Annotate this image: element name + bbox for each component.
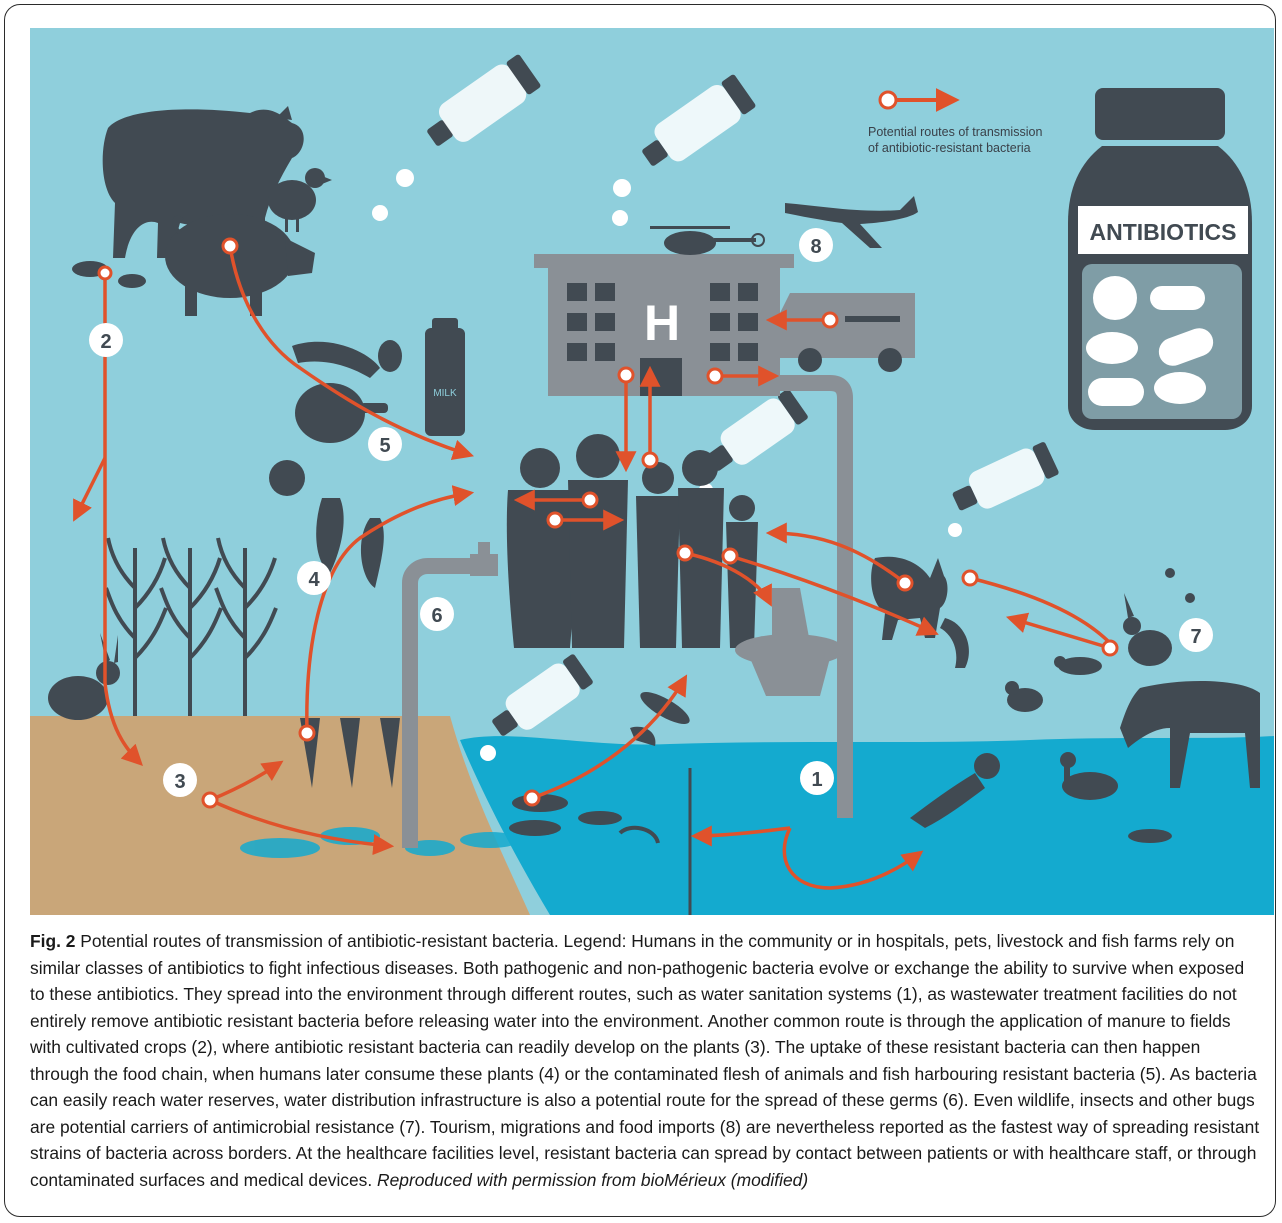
route-legend: Potential routes of transmission of anti… — [868, 88, 1042, 155]
route-arrow-toilet-to-pets — [729, 554, 939, 636]
water-tap-icon — [402, 558, 475, 848]
route-badge-7: 7 — [1179, 618, 1213, 652]
sewage-pipe-icon — [715, 375, 853, 818]
pill-icon — [613, 179, 631, 197]
hospital-building-icon: H — [534, 254, 794, 396]
puddles-icon — [240, 827, 520, 858]
figure-caption: Fig. 2 Potential routes of transmission … — [30, 928, 1260, 1193]
pill-icon — [948, 523, 962, 537]
route-badge-5: 5 — [368, 427, 402, 461]
route-arrow-pets-to-wildlife — [969, 576, 1112, 645]
tap-handle-icon — [478, 542, 490, 556]
shrimp-icon — [630, 726, 656, 746]
figure-label: Fig. 2 — [30, 931, 76, 951]
route-arrow-crops-to-people — [305, 485, 475, 734]
pill-icon — [372, 205, 388, 221]
pill-icon — [480, 745, 496, 761]
hospital-letter: H — [644, 295, 680, 351]
airplane-icon — [785, 196, 918, 248]
svg-text:8: 8 — [810, 236, 821, 258]
route-arrow-soil-to-water — [209, 798, 395, 856]
route-arrow-pig-to-food — [228, 245, 475, 460]
caption-credit: Reproduced with permission from bioMérie… — [377, 1169, 809, 1190]
pig-icon — [165, 214, 315, 316]
legend-text-line2: of antibiotic-resistant bacteria — [868, 141, 1031, 155]
caption-text: Potential routes of transmission of anti… — [30, 931, 1260, 1190]
route-arrow-soil-to-crops — [209, 760, 284, 802]
route-badge-3: 3 — [163, 763, 197, 797]
helicopter-icon — [650, 226, 765, 255]
rat-icon — [1054, 656, 1102, 675]
bottle-label: ANTIBIOTICS — [1090, 219, 1237, 245]
route-badge-6: 6 — [420, 597, 454, 631]
duck-icon — [1060, 752, 1118, 800]
bird-icon — [1005, 681, 1043, 712]
pill-bottle-icon — [707, 389, 808, 471]
corn-plants-icon — [104, 537, 278, 716]
transmission-routes-illustration: Potential routes of transmission of anti… — [30, 28, 1274, 915]
route-badge-8: 8 — [799, 228, 833, 262]
transmission-arrows — [73, 245, 1112, 890]
pill-bottle-icon — [427, 54, 541, 146]
milk-label: MILK — [433, 388, 457, 399]
pill-bottle-icon — [642, 74, 756, 166]
svg-text:1: 1 — [811, 769, 822, 791]
pill-icon — [612, 210, 628, 226]
chicken-icon — [268, 168, 332, 232]
route-arrow-pipe-to-swimmer — [782, 827, 924, 890]
svg-text:4: 4 — [308, 569, 320, 591]
route-arrow-fish-to-people — [531, 674, 688, 800]
pill-bottle-icon — [492, 654, 593, 736]
route-arrow-person-to-toilet — [684, 551, 772, 607]
route-badge-1: 1 — [800, 761, 834, 795]
deer-icon — [1120, 681, 1260, 788]
pill-icon — [396, 169, 414, 187]
legend-circle-icon — [878, 90, 898, 110]
soil-ground — [30, 716, 530, 915]
rabbit-icon — [1123, 593, 1172, 666]
route-arrow-pipe-to-farm — [690, 825, 791, 847]
svg-text:2: 2 — [100, 331, 111, 353]
svg-text:7: 7 — [1190, 626, 1201, 648]
route-arrow-manure — [103, 273, 143, 766]
swimmer-icon — [910, 753, 1000, 828]
ambulance-icon — [775, 293, 915, 372]
water-body — [460, 736, 1274, 915]
route-arrow-pet-to-people — [765, 522, 907, 585]
svg-text:6: 6 — [431, 605, 442, 627]
route-arrow-rabbit — [73, 457, 107, 522]
tap-spout-icon — [470, 554, 498, 576]
pill-bottle-icon — [952, 442, 1059, 511]
arrow-origin-circles — [97, 237, 1119, 809]
svg-text:3: 3 — [174, 771, 185, 793]
toilet-icon — [735, 588, 845, 696]
route-badge-4: 4 — [297, 561, 331, 595]
route-arrow-wildlife-to-pets — [1005, 612, 1111, 650]
svg-text:5: 5 — [379, 435, 390, 457]
antibiotics-bottle-icon: ANTIBIOTICS — [1068, 88, 1252, 430]
legend-text-line1: Potential routes of transmission — [868, 125, 1042, 139]
insect-icon — [1165, 568, 1195, 603]
route-badge-2: 2 — [89, 323, 123, 357]
